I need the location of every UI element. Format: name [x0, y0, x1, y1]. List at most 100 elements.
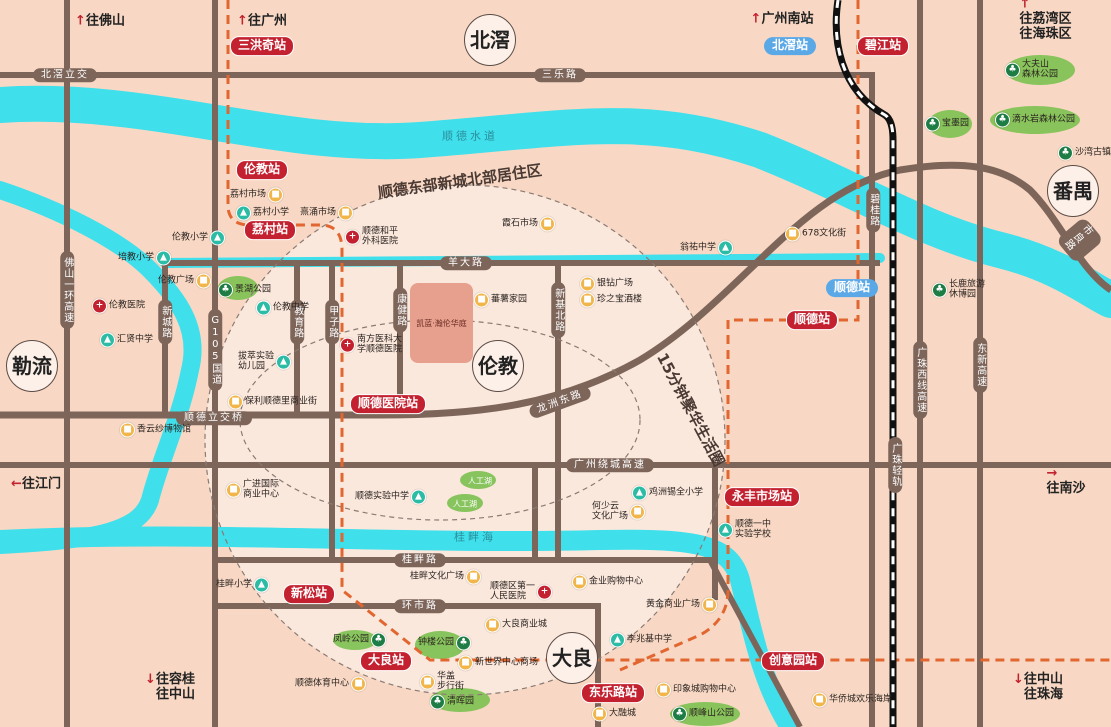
poi-label: 清晖园: [447, 696, 475, 707]
poi-label: 沙湾古镇: [1075, 147, 1111, 158]
poi-hospital[interactable]: +顺德和平 外科医院: [345, 227, 398, 248]
poi-market[interactable]: ■保利顺德里商业街: [228, 394, 317, 410]
poi-label: 凤岭公园: [333, 634, 370, 645]
metro-station[interactable]: 顺德医院站: [349, 394, 427, 414]
poi-school[interactable]: ▲鸡洲锡全小学: [632, 485, 703, 501]
poi-label: 翁祐中学: [680, 242, 717, 253]
direction-text: 往广州: [247, 13, 287, 29]
poi-hospital[interactable]: +南方医科大 学顺德医院: [340, 335, 402, 356]
school-icon: ▲: [100, 332, 115, 348]
poi-market[interactable]: ■银钻广场: [580, 276, 633, 292]
poi-school[interactable]: ▲李兆基中学: [610, 632, 673, 648]
metro-station[interactable]: 永丰市场站: [723, 487, 801, 507]
poi-label: 顺德体育中心: [295, 678, 350, 689]
poi-park[interactable]: ♣大夫山 森林公园: [1005, 60, 1058, 81]
direction-arrow-icon: ↑: [75, 13, 86, 29]
metro-station[interactable]: 新松站: [282, 584, 336, 604]
direction-text: 广州南站: [761, 11, 814, 27]
road-label-beijiao_interchange: 北滘立交: [33, 68, 97, 82]
poi-school[interactable]: ▲汇贤中学: [100, 332, 153, 348]
school-icon: ▲: [254, 577, 270, 593]
poi-market[interactable]: ■印象城购物中心: [656, 682, 736, 698]
poi-label: 香云纱博物馆: [137, 424, 192, 435]
direction-label: ↑往佛山: [75, 13, 125, 30]
park-icon: ♣: [430, 694, 445, 710]
school-icon: ▲: [236, 205, 251, 221]
poi-market[interactable]: ■金业购物中心: [572, 574, 643, 590]
poi-school[interactable]: 翁祐中学▲: [680, 240, 734, 256]
poi-market[interactable]: ■大融城: [592, 706, 637, 722]
poi-school[interactable]: 顺德实验中学▲: [355, 489, 427, 505]
poi-park[interactable]: ♣宝墨园: [925, 116, 970, 132]
poi-label: 华盖 步行街: [437, 671, 465, 692]
poi-label: 宝墨园: [942, 118, 970, 129]
school-icon: ▲: [156, 250, 172, 266]
poi-label: 顺峰山公园: [689, 708, 735, 719]
poi-market[interactable]: 伦教广场■: [158, 273, 212, 289]
metro-station[interactable]: 碧江站: [856, 36, 910, 56]
poi-park[interactable]: 钟楼公园♣: [418, 635, 472, 651]
poi-label: 培教小学: [118, 252, 155, 263]
metro-station[interactable]: 顺德站: [785, 310, 839, 330]
poi-school[interactable]: 桂畔小学▲: [216, 577, 270, 593]
poi-park[interactable]: ♣顺峰山公园: [672, 706, 735, 722]
road-label-bigui: 碧桂路: [866, 187, 880, 233]
poi-park[interactable]: ♣滴水岩森林公园: [995, 112, 1075, 128]
poi-label: 大融城: [609, 708, 637, 719]
poi-park[interactable]: 凤岭公园♣: [333, 632, 387, 648]
poi-park[interactable]: ♣清晖园: [430, 694, 475, 710]
poi-hospital[interactable]: +伦教医院: [92, 298, 145, 314]
poi-park[interactable]: ♣沙湾古镇: [1058, 145, 1111, 161]
poi-market[interactable]: 霞石市场■: [502, 216, 556, 232]
metro-station[interactable]: 创意园站: [760, 651, 826, 671]
metro-station[interactable]: 大良站: [359, 651, 413, 671]
poi-park[interactable]: ♣长鹿旅游 休博园: [932, 280, 985, 301]
poi-market[interactable]: ■华侨城欢乐海岸: [812, 692, 892, 708]
poi-label: 李兆基中学: [627, 634, 673, 645]
poi-market[interactable]: 何少云 文化广场■: [592, 502, 646, 523]
poi-market[interactable]: ■蕃薯家园: [474, 292, 527, 308]
poi-label: 伦教小学: [172, 232, 209, 243]
metro-station[interactable]: 三洪奇站: [229, 36, 295, 56]
poi-market[interactable]: ■大良商业城: [485, 617, 547, 633]
park-icon: ♣: [672, 706, 687, 722]
poi-market[interactable]: ■珍之宝酒楼: [580, 292, 642, 308]
metro-station[interactable]: 东乐路站: [580, 683, 646, 703]
project-site[interactable]: 凯蓝·瀚伦华庭: [410, 283, 473, 363]
poi-school[interactable]: ▲顺德一中 实验学校: [718, 520, 771, 541]
poi-school[interactable]: 拔萃实验 幼儿园▲: [238, 352, 292, 373]
poi-label: 顺德实验中学: [355, 491, 410, 502]
road-label-yangda: 羊大路: [440, 256, 492, 270]
poi-label: 熹涌市场: [300, 207, 337, 218]
rail-station[interactable]: 顺德站: [825, 279, 879, 297]
poi-park[interactable]: ♣景湖公园: [218, 282, 272, 298]
market-icon: ■: [485, 617, 500, 633]
poi-school[interactable]: ▲荔村小学: [236, 205, 289, 221]
direction-label: ↑往荔湾区 往海珠区: [1020, 0, 1081, 42]
poi-market[interactable]: ■新世界中心商场: [458, 655, 538, 671]
metro-station[interactable]: 伦教站: [235, 160, 289, 180]
poi-school[interactable]: 培教小学▲: [118, 250, 172, 266]
poi-market[interactable]: ■678文化街: [785, 226, 846, 242]
poi-market[interactable]: ■华盖 步行街: [420, 672, 464, 693]
direction-text: 往佛山: [85, 13, 125, 29]
market-icon: ■: [572, 574, 587, 590]
poi-label: 景湖公园: [235, 284, 272, 295]
poi-school[interactable]: 伦教小学▲: [172, 230, 226, 246]
metro-station[interactable]: 荔村站: [243, 220, 297, 240]
poi-market[interactable]: ■广进国际 商业中心: [226, 480, 279, 501]
road-label-guipan: 桂畔路: [394, 553, 446, 567]
poi-market[interactable]: 黄金商业广场■: [646, 597, 718, 613]
school-icon: ▲: [210, 230, 226, 246]
poi-hospital[interactable]: 顺德区第一 人民医院+: [490, 582, 553, 603]
poi-market[interactable]: 顺德体育中心■: [295, 676, 367, 692]
poi-school[interactable]: ▲伦教中学: [256, 300, 309, 316]
poi-market[interactable]: 熹涌市场■: [300, 205, 354, 221]
poi-market[interactable]: ■香云纱博物馆: [120, 422, 192, 438]
school-icon: ▲: [632, 485, 647, 501]
poi-market[interactable]: 桂畔文化广场■: [410, 569, 482, 585]
poi-market[interactable]: 荔村市场■: [230, 187, 284, 203]
rail-station[interactable]: 北滘站: [763, 37, 817, 55]
